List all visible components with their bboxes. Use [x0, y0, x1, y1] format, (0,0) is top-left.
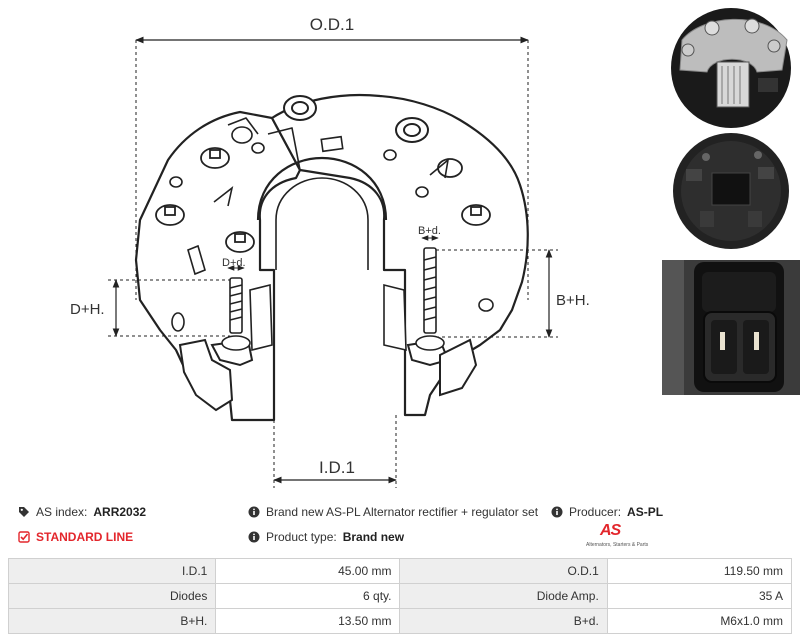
check-square-icon: [18, 531, 30, 543]
spec-key: B+H.: [7, 608, 217, 634]
product-type-value: Brand new: [342, 530, 405, 544]
producer-label: Producer:: [569, 505, 622, 519]
spec-key: Diodes: [7, 583, 217, 609]
dh-label: D+H.: [70, 301, 105, 318]
bolt-left: [221, 277, 251, 351]
photo-bottom-view[interactable]: [662, 133, 800, 253]
technical-drawing: O.D.1: [70, 15, 590, 488]
info-icon: [248, 531, 260, 543]
tag-icon: [18, 506, 30, 518]
spec-key: B+d.: [399, 608, 608, 634]
as-index-value: ARR2032: [93, 505, 147, 519]
specs-table: I.D.1 45.00 mm O.D.1 119.50 mm Diodes 6 …: [7, 558, 793, 634]
spec-key: Diode Amp.: [399, 583, 608, 609]
dd-label: D+d.: [222, 257, 246, 269]
standard-line: STANDARD LINE: [18, 530, 133, 544]
logo-mark: AS: [600, 522, 621, 539]
diode-pads: [155, 147, 491, 253]
description-text: Brand new AS-PL Alternator rectifier + r…: [266, 505, 539, 519]
table-row: B+H. 13.50 mm B+d. M6x1.0 mm: [7, 608, 793, 634]
spec-value: 13.50 mm: [215, 608, 401, 634]
photo-connector[interactable]: [662, 260, 800, 395]
product-type: Product type: Brand new: [248, 530, 404, 544]
mounting-rings: [169, 95, 494, 332]
dh-dimension: [108, 265, 245, 337]
id-dimension: [273, 415, 397, 488]
od-label: O.D.1: [310, 15, 354, 34]
producer: Producer: AS-PL: [551, 505, 663, 519]
terminals: [178, 283, 478, 412]
producer-value: AS-PL: [627, 505, 664, 519]
table-row: I.D.1 45.00 mm O.D.1 119.50 mm: [7, 558, 793, 584]
standard-line-text: STANDARD LINE: [36, 530, 134, 544]
id-label: I.D.1: [319, 458, 355, 477]
polarity-marks: [187, 135, 450, 276]
info-icon: [551, 506, 563, 518]
spec-value: 45.00 mm: [215, 558, 401, 584]
product-type-label: Product type:: [266, 530, 337, 544]
photo-top-view[interactable]: [662, 0, 800, 130]
as-index-label: AS index:: [36, 505, 88, 519]
logo-tagline: Alternators, Starters & Parts: [586, 542, 649, 548]
spec-value: 6 qty.: [215, 583, 401, 609]
description: Brand new AS-PL Alternator rectifier + r…: [248, 505, 538, 519]
as-index: AS index: ARR2032: [18, 505, 146, 519]
table-row: Diodes 6 qty. Diode Amp. 35 A: [7, 583, 793, 609]
bh-dimension: [421, 235, 558, 338]
spec-value: 35 A: [606, 583, 793, 609]
bd-label: B+d.: [418, 225, 441, 237]
as-pl-logo: AS Alternators, Starters & Parts: [586, 522, 650, 552]
spec-value: 119.50 mm: [606, 558, 793, 584]
spec-key: O.D.1: [399, 558, 608, 584]
product-info: AS index: ARR2032 Brand new AS-PL Altern…: [0, 500, 800, 558]
bh-label: B+H.: [556, 292, 590, 309]
bolt-right: [415, 247, 445, 351]
info-icon: [248, 506, 260, 518]
spec-value: M6x1.0 mm: [606, 608, 793, 634]
spec-key: I.D.1: [7, 558, 217, 584]
product-photos: [662, 0, 800, 395]
